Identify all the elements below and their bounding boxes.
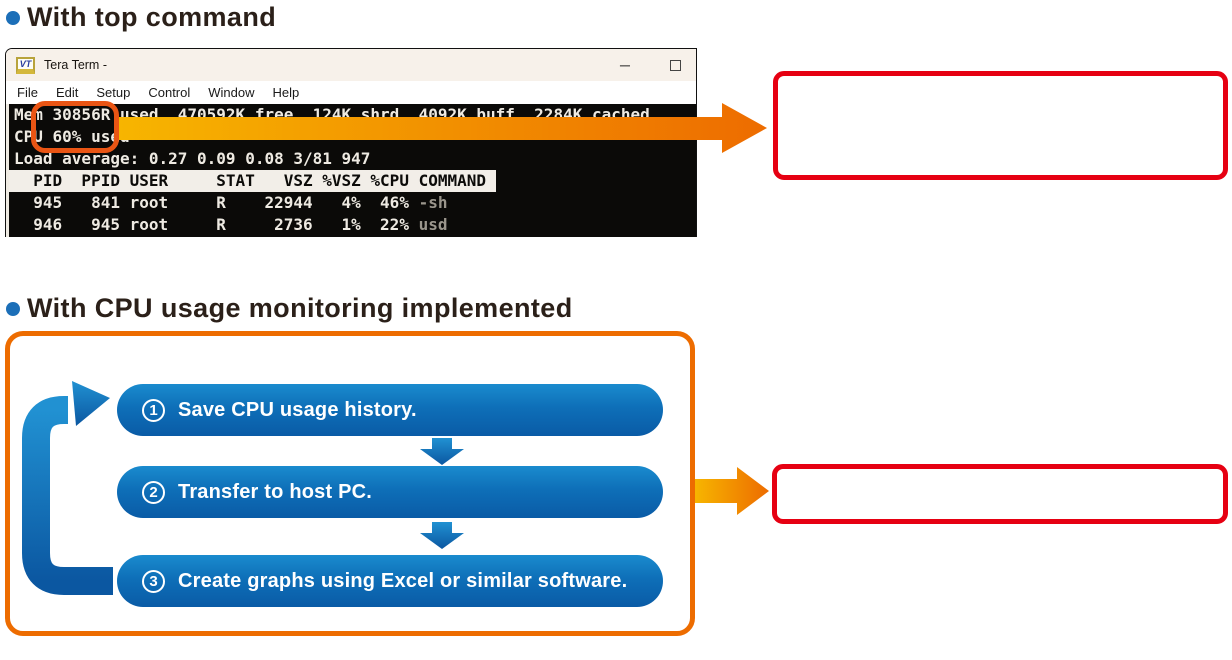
flow-step-1: 1 Save CPU usage history. [117, 384, 663, 436]
step-label: Save CPU usage history. [178, 398, 417, 421]
down-arrow-icon [420, 522, 464, 549]
menu-window[interactable]: Window [208, 85, 255, 100]
cpu-usage-highlight-ring [31, 101, 119, 153]
minimize-button[interactable]: ─ [610, 49, 640, 81]
menu-control[interactable]: Control [148, 85, 191, 100]
menu-setup[interactable]: Setup [96, 85, 131, 100]
step-number-circle: 2 [142, 480, 165, 504]
tera-term-icon: VT [16, 56, 35, 74]
bullet-icon [6, 301, 20, 316]
monitoring-arrow-icon [695, 467, 769, 515]
process-row-values: 946 945 root R 2736 1% 22% [14, 215, 419, 234]
menu-edit[interactable]: Edit [55, 85, 79, 100]
section-title-text: With top command [27, 2, 277, 32]
top-command-arrow-icon [119, 103, 767, 153]
callout-box-top [773, 71, 1228, 180]
section-heading-top-command: With top command [6, 2, 276, 33]
step-number-circle: 3 [142, 569, 165, 593]
process-table-header: PID PPID USER STAT VSZ %VSZ %CPU COMMAND [9, 170, 496, 192]
bullet-icon [6, 10, 20, 25]
window-titlebar: VT Tera Term - ─ [6, 49, 696, 81]
down-arrow-icon [420, 438, 464, 465]
minimize-icon: ─ [620, 57, 630, 73]
section-title-text: With CPU usage monitoring implemented [27, 293, 573, 323]
process-row-command: usd [418, 215, 448, 234]
menu-bar: File Edit Setup Control Window Help [6, 81, 696, 104]
terminal-process-row: 945 841 root R 22944 4% 46% -sh [9, 192, 696, 214]
window-title: Tera Term - [44, 58, 107, 72]
maximize-button[interactable] [660, 49, 690, 81]
callout-box-monitoring [772, 464, 1228, 524]
process-row-values: 945 841 root R 22944 4% 46% [14, 193, 419, 212]
terminal-load-line: Load average: 0.27 0.09 0.08 3/81 947 [14, 149, 371, 168]
maximize-icon [669, 59, 681, 71]
step-label: Transfer to host PC. [178, 480, 373, 503]
step-number-circle: 1 [142, 398, 165, 422]
loop-arrow-icon [22, 381, 113, 595]
process-row-command: -sh [418, 193, 448, 212]
step-label: Create graphs using Excel or similar sof… [178, 569, 628, 592]
menu-file[interactable]: File [17, 85, 38, 100]
section-heading-monitoring: With CPU usage monitoring implemented [6, 293, 573, 324]
terminal-process-row: 946 945 root R 2736 1% 22% usd [9, 214, 696, 236]
flow-step-2: 2 Transfer to host PC. [117, 466, 663, 518]
menu-help[interactable]: Help [272, 85, 300, 100]
flow-step-3: 3 Create graphs using Excel or similar s… [117, 555, 663, 607]
terminal-header-line: PID PPID USER STAT VSZ %VSZ %CPU COMMAND [9, 170, 696, 192]
